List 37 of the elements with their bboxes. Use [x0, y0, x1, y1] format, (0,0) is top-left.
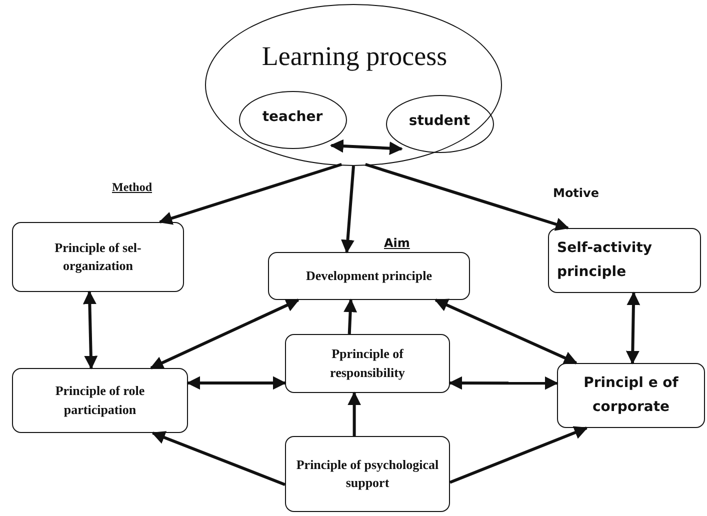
arrow: [626, 292, 640, 364]
node-text: Learning process: [260, 40, 448, 73]
node-text: Pprinciple of responsibility: [329, 345, 406, 382]
ellipse-node: [386, 95, 494, 153]
arrow: [434, 298, 578, 364]
node-text: student: [408, 112, 472, 130]
arrow: [158, 162, 342, 225]
node-text: Self-activity principle: [557, 238, 654, 282]
process-box: [285, 436, 450, 512]
arrow: [448, 376, 558, 390]
ellipse-node: [205, 4, 502, 166]
arrow: [82, 290, 98, 370]
node-text: Principl e of corporate: [582, 374, 680, 416]
process-box: [548, 228, 701, 293]
arrow: [344, 298, 358, 334]
process-box: [12, 368, 188, 433]
arrow: [348, 392, 362, 436]
ellipse-node: [239, 91, 347, 149]
process-box: [12, 222, 184, 292]
process-box: [268, 252, 470, 300]
node-text: teacher: [261, 108, 324, 126]
arrow: [341, 166, 355, 254]
arrow: [364, 162, 570, 231]
arrow: [330, 139, 403, 155]
arrow: [186, 376, 286, 390]
edge-label: Motive: [553, 186, 599, 200]
edge-label: Aim: [384, 236, 410, 250]
node-text: Principle of psychological support: [295, 456, 440, 492]
process-box: [557, 363, 705, 428]
arrow: [150, 298, 300, 370]
process-box: [285, 334, 450, 393]
node-text: Development principle: [306, 266, 432, 285]
arrow: [449, 426, 588, 484]
arrow: [152, 431, 286, 486]
edge-label: Method: [112, 180, 152, 195]
node-text: Principle of role participation: [54, 382, 146, 419]
node-text: Principle of sel-organization: [54, 238, 142, 275]
